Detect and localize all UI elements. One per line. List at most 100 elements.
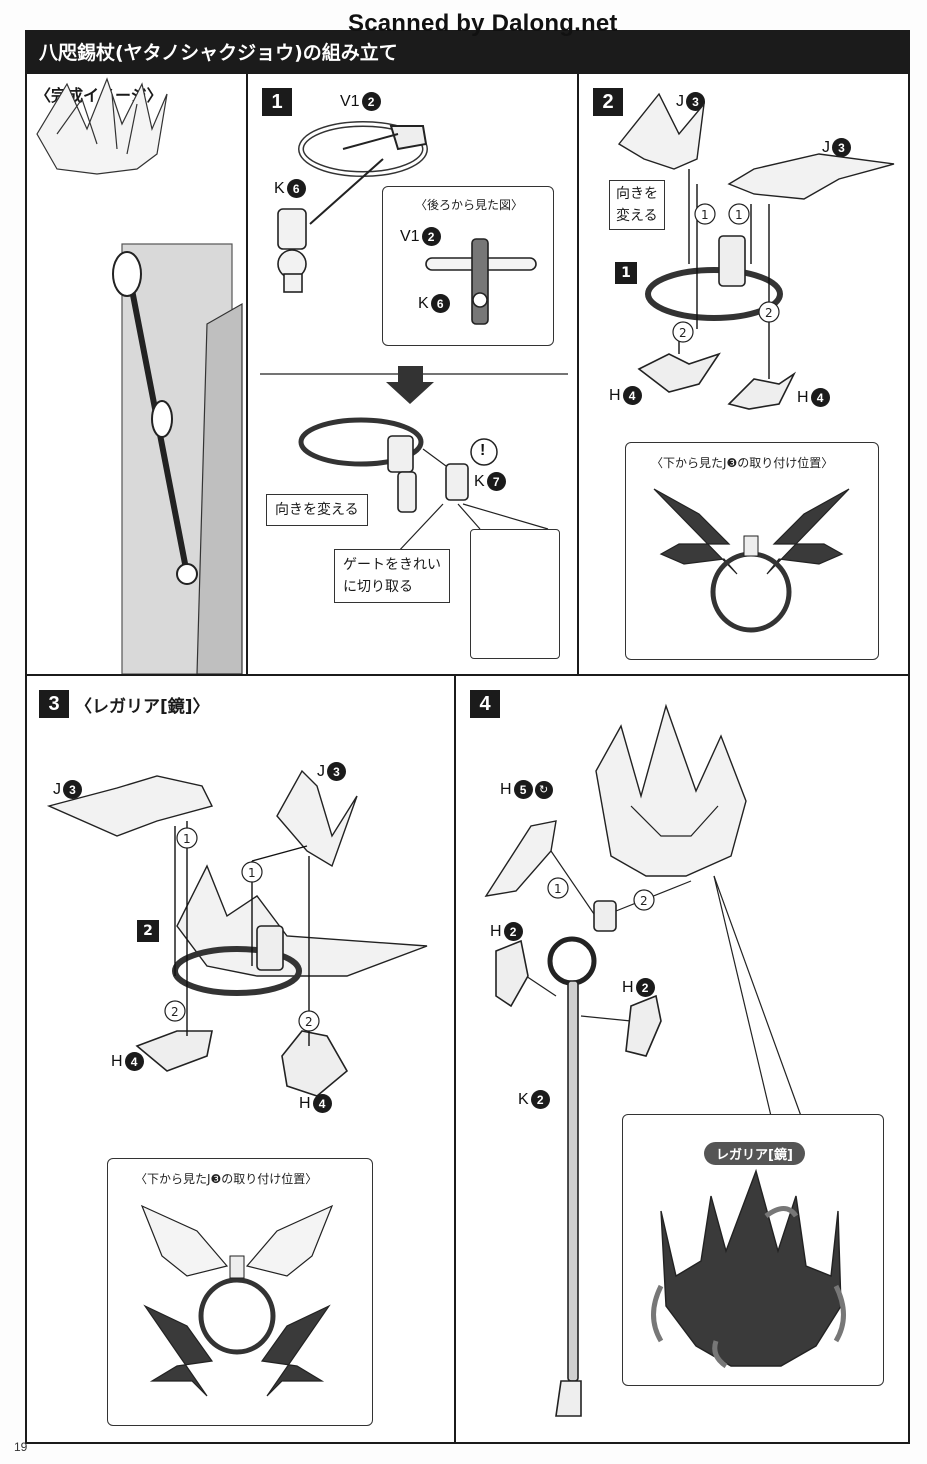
step4-h2-left-label: H 2	[490, 922, 523, 941]
step2-h4-left-label: H 4	[609, 386, 642, 405]
step3-h4-left-label: H 4	[111, 1052, 144, 1071]
step2-h4-right-num: 4	[810, 388, 830, 407]
step4-k2-letter: K	[518, 1090, 529, 1108]
step2-order-1b: 1	[735, 208, 743, 222]
step2-j3-right-num: 3	[832, 138, 851, 157]
step1-back-v1-num: 2	[421, 227, 441, 246]
step1-back-k-label: K 6	[418, 294, 450, 313]
step2-sub-step: 1	[615, 262, 637, 284]
step1-v1-label: V1 2	[340, 92, 381, 111]
step1-ring-illustration	[277, 121, 428, 293]
step1-v1-letter: V1	[340, 92, 360, 110]
step2-h4-right-label: H 4	[797, 388, 830, 407]
step4-h2-left-letter: H	[490, 922, 502, 940]
step4-regalia-label: レガリア[鏡]	[704, 1142, 805, 1165]
step1-back-v1-letter: V1	[400, 227, 420, 245]
step2-h4-left-letter: H	[609, 386, 621, 404]
step1-k7-num: 7	[486, 472, 506, 491]
step3-assembly-illustration: 1 1 2 2	[46, 769, 428, 1097]
step3-h4-right-num: 4	[312, 1094, 332, 1113]
rotate-mark-icon: ↻	[534, 780, 553, 799]
step3-j3-left-num: 3	[63, 780, 82, 799]
step1-gate-note-line1: ゲートをきれい	[343, 557, 441, 573]
page-title: 八咫錫杖(ヤタノシャクジョウ)の組み立て	[25, 30, 910, 72]
step2-h4-left-num: 4	[622, 386, 642, 405]
step2-bottom-view-title: 〈下から見たJ❸の取り付け位置〉	[651, 456, 834, 470]
step1-back-view-title: 〈後ろから見た図〉	[415, 198, 524, 212]
step4-assembly-illustration: 1 2	[484, 703, 802, 1417]
step2-panel: 2 J 3 J 3 向きを 変える 1	[577, 72, 910, 676]
step1-turn-note: 向きを変える	[266, 494, 368, 526]
step2-bottom-view-illustration	[653, 488, 850, 633]
step4-h2-right-label: H 2	[622, 978, 655, 997]
step4-order-1: 1	[554, 882, 562, 896]
step2-j3-left-num: 3	[686, 92, 705, 111]
step3-panel: 3 〈レガリア[鏡]〉 J 3 J 3 2	[25, 674, 456, 1444]
step3-bottom-view-title: 〈下から見たJ❸の取り付け位置〉	[135, 1172, 318, 1186]
step2-j3-left-label: J 3	[676, 92, 705, 111]
step1-gate-note-line2: に切り取る	[343, 579, 413, 595]
step3-heading: 〈レガリア[鏡]〉	[75, 697, 210, 717]
step3-sub-step: 2	[137, 920, 159, 942]
step4-k2-label: K 2	[518, 1090, 550, 1109]
page-number: 19	[14, 1440, 28, 1454]
step3-h4-right-label: H 4	[299, 1094, 332, 1113]
step2-turn-note: 向きを 変える	[609, 180, 665, 230]
step3-j3-right-label: J 3	[317, 762, 346, 781]
step4-panel: 4 H 5 ↻ H 2 H 2 K 2	[454, 674, 910, 1444]
step1-v1-num: 2	[361, 92, 381, 111]
step3-j3-left-letter: J	[53, 780, 61, 798]
step1-back-k-letter: K	[418, 294, 429, 312]
step1-back-k-num: 6	[430, 294, 450, 313]
step3-order-1b: 1	[248, 866, 256, 880]
step1-k-label: K 6	[274, 179, 306, 198]
step4-h5-letter: H	[500, 780, 512, 798]
step2-h4-right-letter: H	[797, 388, 809, 406]
step1-back-v1-label: V1 2	[400, 227, 441, 246]
step2-order-2a: 2	[679, 326, 687, 340]
step4-number: 4	[470, 690, 500, 718]
step4-h5-label: H 5 ↻	[500, 780, 553, 799]
finished-staff-illustration	[36, 77, 243, 674]
step1-gate-note: ゲートをきれい に切り取る	[334, 549, 450, 603]
step1-panel: 1 V1 2 K 6 〈後ろから見た図〉 V1	[246, 72, 579, 676]
step1-gate-detail-box	[470, 529, 560, 659]
step4-order-2: 2	[640, 894, 648, 908]
step1-back-view-illustration	[425, 238, 537, 325]
step3-number: 3	[39, 690, 69, 718]
step3-j3-right-letter: J	[317, 762, 325, 780]
step3-order-2b: 2	[305, 1015, 313, 1029]
step2-number: 2	[593, 88, 623, 116]
step4-h5-num: 5	[513, 780, 533, 799]
step3-order-2a: 2	[171, 1005, 179, 1019]
step1-k7-label: K 7	[474, 472, 506, 491]
step4-h2-right-num: 2	[635, 978, 655, 997]
step3-h4-left-letter: H	[111, 1052, 123, 1070]
step3-h4-right-letter: H	[299, 1094, 311, 1112]
step1-k-letter: K	[274, 179, 285, 197]
step2-order-2b: 2	[765, 306, 773, 320]
step1-k7-letter: K	[474, 472, 485, 490]
step1-number: 1	[262, 88, 292, 116]
finished-image-panel: 〈完成イメージ〉	[25, 72, 248, 676]
step4-h2-right-letter: H	[622, 978, 634, 996]
step3-order-1a: 1	[183, 832, 191, 846]
step4-regalia-illustration	[651, 1168, 846, 1369]
step2-j3-right-letter: J	[822, 138, 830, 156]
scan-credit: Scanned by Dalong.net	[348, 10, 618, 37]
step3-j3-left-label: J 3	[53, 780, 82, 799]
page-title-text: 八咫錫杖(ヤタノシャクジョウ)の組み立て	[39, 41, 398, 64]
step2-assembly-illustration: 1 1 2 2	[617, 92, 895, 410]
step1-k-num: 6	[286, 179, 306, 198]
step2-turn-note-line2: 変える	[616, 208, 658, 224]
step3-j3-right-num: 3	[327, 762, 346, 781]
step1-divider-arrow	[260, 366, 568, 404]
step2-turn-note-line1: 向きを	[616, 186, 658, 202]
step4-h2-left-num: 2	[503, 922, 523, 941]
step4-k2-num: 2	[530, 1090, 550, 1109]
step3-bottom-view-illustration	[140, 1204, 334, 1397]
step1-warning-mark: !	[480, 442, 486, 459]
step2-j3-left-letter: J	[676, 92, 684, 110]
step2-j3-right-label: J 3	[822, 138, 851, 157]
